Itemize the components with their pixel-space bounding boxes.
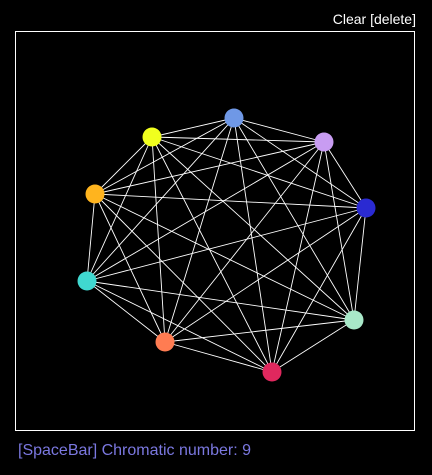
graph-edge [233, 117, 367, 209]
graph-edge [86, 141, 325, 282]
edges-layer [86, 117, 367, 373]
graph-edge [323, 141, 355, 321]
graph-edge [233, 117, 273, 373]
graph-edge [94, 193, 166, 343]
graph-edge [94, 193, 367, 209]
graph-vertex[interactable] [356, 198, 376, 218]
graph-edge [151, 136, 166, 343]
graph-vertex[interactable] [224, 108, 244, 128]
graph-edge [94, 193, 355, 321]
graph-edge [86, 136, 153, 282]
graph-vertex[interactable] [344, 310, 364, 330]
graph-edge [94, 117, 235, 195]
graph-edge [151, 136, 325, 143]
graph-edge [271, 207, 367, 373]
graph-vertex[interactable] [314, 132, 334, 152]
graph-edge [151, 136, 273, 373]
graph-edge [86, 117, 235, 282]
graph-edge [271, 141, 325, 373]
vertices-layer [77, 108, 376, 382]
graph-vertex[interactable] [155, 332, 175, 352]
graph-edge [151, 136, 355, 321]
graph-vertex[interactable] [85, 184, 105, 204]
graph-canvas[interactable] [15, 31, 415, 431]
graph-edge [94, 136, 153, 195]
graph-edge [164, 207, 367, 343]
clear-button[interactable]: Clear [delete] [332, 11, 416, 27]
graph-edge [164, 141, 325, 343]
graph-edge [94, 193, 273, 373]
graph-vertex[interactable] [77, 271, 97, 291]
graph-vertex[interactable] [262, 362, 282, 382]
graph-edge [86, 207, 367, 282]
graph-edge [86, 280, 355, 321]
graph-edge [86, 193, 96, 282]
graph-edge [353, 207, 367, 321]
graph-edge [271, 319, 355, 373]
graph-edge [164, 341, 273, 373]
graph-edge [233, 117, 355, 321]
graph-vertex[interactable] [142, 127, 162, 147]
graph-edge [94, 141, 325, 195]
graph-edge [86, 280, 273, 373]
graph-edge [151, 136, 367, 209]
graph-edge [323, 141, 367, 209]
chromatic-number-status: [SpaceBar] Chromatic number: 9 [18, 442, 251, 459]
graph-edge [164, 319, 355, 343]
graph-edge [86, 280, 166, 343]
graph-drawing [77, 108, 376, 382]
graph-edge [151, 117, 235, 138]
graph-edge [233, 117, 325, 143]
